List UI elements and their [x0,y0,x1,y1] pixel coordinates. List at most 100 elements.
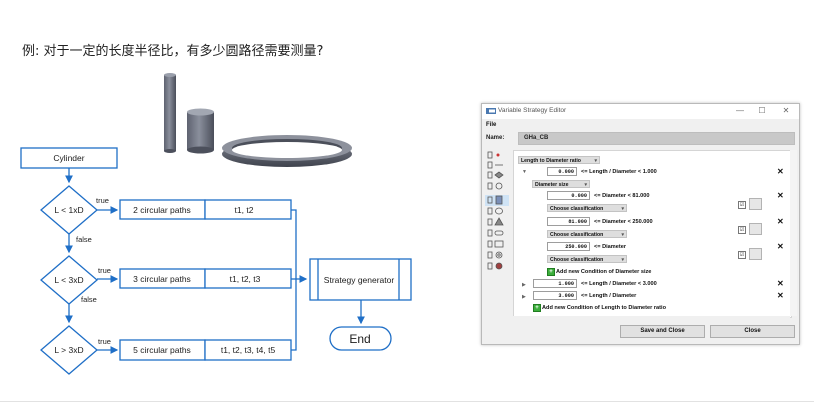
tracks-label-1: t1, t2 [235,205,254,215]
app-icon [486,108,496,114]
chevron-down-icon: ▾ [584,182,587,188]
ratio-condition-text-3: <= Length / Diameter [581,293,637,299]
tracks-label-2: t1, t2, t3 [230,274,261,284]
ratio-condition-text-2: <= Length / Diameter < 3.000 [581,281,657,287]
checkbox-3[interactable]: ☑ [738,251,746,259]
diameter-condition-text-2: <= Diameter < 250.000 [594,219,653,225]
ratio-min-input-3[interactable]: 3.000 [533,291,577,300]
remove-condition-button-2[interactable]: ✕ [777,279,784,288]
save-and-close-button[interactable]: Save and Close [620,325,705,338]
chevron-down-icon: ▾ [594,158,597,164]
name-input[interactable]: GHa_CB [518,132,795,145]
ratio-min-input-2[interactable]: 1.000 [533,279,577,288]
name-value: GHa_CB [524,135,549,141]
close-window-button[interactable]: ✕ [782,106,790,115]
minimize-button[interactable]: — [736,106,744,115]
classification-label-1: Choose classification [550,206,604,212]
add-ratio-condition-link[interactable]: Add new Condition of Length to Diameter … [542,305,666,311]
slot-icon[interactable] [487,229,504,237]
hole-icon[interactable] [487,251,503,259]
paths-label-3: 5 circular paths [133,345,191,355]
generator-label: Strategy generator [324,275,395,285]
name-label: Name: [486,135,505,141]
end-label: End [349,332,370,346]
long-cylinder-shape [164,73,176,153]
ring-shape [222,135,352,167]
add-icon[interactable]: + [533,304,541,312]
collapse-triangle-icon[interactable]: ▼ [522,169,527,175]
decision-label-1: L < 1xD [54,205,83,215]
vertical-scrollbar[interactable] [790,150,797,316]
start-label: Cylinder [53,153,84,163]
diameter-condition-text-3: <= Diameter [594,244,627,250]
classification-dropdown-2[interactable]: Choose classification ▾ [547,230,627,238]
remove-condition-button-1[interactable]: ✕ [777,167,784,176]
cylinder-icon[interactable] [487,195,503,205]
wrench-icon[interactable] [749,223,762,235]
checkbox-2[interactable]: ☑ [738,226,746,234]
classification-dropdown-1[interactable]: Choose classification ▾ [547,204,627,212]
classification-label-3: Choose classification [550,257,604,263]
decision-diamond-3 [40,325,98,375]
horizontal-scrollbar[interactable] [513,316,790,320]
true-label-3: true [98,337,111,346]
flowchart: Cylinder L < 1xD L < 3xD L > 3xD true tr… [20,147,412,375]
ratio-selector-label: Length to Diameter ratio [521,158,581,164]
close-button[interactable]: Close [710,325,795,338]
divider [0,401,814,402]
classification-dropdown-3[interactable]: Choose classification ▾ [547,255,627,263]
end-terminal [329,326,392,351]
line-icon[interactable] [487,161,503,169]
true-label-2: true [98,266,111,275]
remove-diameter-button-1[interactable]: ✕ [777,191,784,200]
diameter-selector-label: Diameter size [535,182,569,188]
chevron-down-icon: ▾ [621,257,624,263]
torus-icon[interactable] [487,262,503,270]
sphere-icon[interactable] [487,217,504,226]
add-icon[interactable]: + [547,268,555,276]
circle-icon[interactable] [487,182,503,190]
maximize-button[interactable]: ☐ [758,106,766,115]
menu-file[interactable]: File [486,122,497,128]
ratio-selector[interactable]: Length to Diameter ratio ▾ [518,156,600,164]
chevron-down-icon: ▾ [621,232,624,238]
chevron-down-icon: ▾ [621,206,624,212]
window-title: Variable Strategy Editor [498,107,567,114]
remove-diameter-button-3[interactable]: ✕ [777,242,784,251]
plane-icon[interactable] [487,171,504,179]
tracks-label-3: t1, t2, t3, t4, t5 [221,345,276,355]
classification-label-2: Choose classification [550,232,604,238]
feature-palette [485,151,509,270]
diameter-min-input-2[interactable]: 81.000 [547,217,590,226]
diameter-selector[interactable]: Diameter size ▾ [532,180,590,188]
false-label-1: false [76,235,92,244]
point-icon[interactable] [487,151,500,159]
diameter-condition-text-1: <= Diameter < 81.000 [594,193,650,199]
paths-label-1: 2 circular paths [133,205,191,215]
decision-label-3: L > 3xD [54,345,83,355]
remove-diameter-button-2[interactable]: ✕ [777,217,784,226]
diameter-min-input-1[interactable]: 0.000 [547,191,590,200]
ratio-min-input-1[interactable]: 0.000 [547,167,577,176]
false-label-2: false [81,295,97,304]
wrench-icon[interactable] [749,248,762,260]
ratio-condition-text-1: <= Length / Diameter < 1.000 [581,169,657,175]
add-diameter-condition-link[interactable]: Add new Condition of Diameter size [556,269,652,275]
expand-triangle-icon[interactable]: ▶ [522,294,526,300]
wrench-icon[interactable] [749,198,762,210]
paths-label-2: 3 circular paths [133,274,191,284]
checkbox-1[interactable]: ☑ [738,201,746,209]
conditions-panel: Length to Diameter ratio ▾ ▼ 0.000 <= Len… [513,150,792,318]
true-label-1: true [96,196,109,205]
cylinder-illustration [164,73,352,167]
short-cylinder-shape [187,108,214,154]
expand-triangle-icon[interactable]: ▶ [522,282,526,288]
remove-condition-button-3[interactable]: ✕ [777,291,784,300]
rectangle-icon[interactable] [487,240,504,248]
title-bar[interactable]: Variable Strategy Editor — ☐ ✕ [482,104,799,119]
diameter-min-input-3[interactable]: 250.000 [547,242,590,251]
question-text: 例: 对于一定的长度半径比，有多少圆路径需要测量? [22,44,324,59]
decision-label-2: L < 3xD [54,275,83,285]
strategy-editor-window: Variable Strategy Editor — ☐ ✕ File Name… [481,103,800,345]
cone-icon[interactable] [487,207,503,215]
